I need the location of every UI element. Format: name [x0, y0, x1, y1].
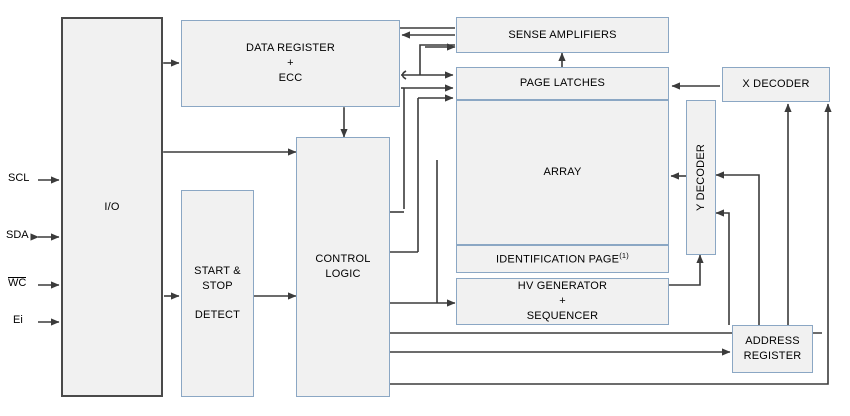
- wire-hv-generator-to-y-decoder: [668, 254, 704, 286]
- block-x-decoder-label: X DECODER: [742, 78, 810, 91]
- block-y-decoder[interactable]: Y DECODER: [686, 100, 716, 255]
- block-sense-amplifiers[interactable]: SENSE AMPLIFIERS: [456, 17, 669, 53]
- pin-label-wc-text: WC: [8, 277, 27, 289]
- wire-address-register-to-y-decoder-2: [715, 209, 730, 325]
- wire-dr-branch-up: [419, 44, 455, 75]
- block-data-register-label: DATA REGISTER + ECC: [246, 41, 335, 86]
- block-sense-amplifiers-label: SENSE AMPLIFIERS: [508, 28, 617, 41]
- hv-generator-line-1: HV GENERATOR: [517, 280, 608, 293]
- block-page-latches-label: PAGE LATCHES: [519, 77, 606, 90]
- address-register-line-1: ADDRESS: [745, 335, 800, 348]
- block-control-logic[interactable]: CONTROL LOGIC: [296, 137, 390, 397]
- block-io-label: I/O: [104, 200, 120, 213]
- data-register-line-2: +: [287, 57, 294, 70]
- pin-label-wc: WC: [8, 277, 27, 290]
- pin-label-ei: Ei: [13, 314, 23, 326]
- address-register-line-2: REGISTER: [743, 350, 802, 362]
- block-data-register[interactable]: DATA REGISTER + ECC: [181, 20, 400, 107]
- identification-page-text: IDENTIFICATION PAGE: [496, 253, 620, 266]
- block-start-stop-detect[interactable]: START & STOP DETECT: [181, 190, 254, 397]
- block-hv-generator[interactable]: HV GENERATOR + SEQUENCER: [456, 278, 669, 325]
- identification-page-note: (1): [619, 250, 629, 260]
- control-logic-line-1: CONTROL: [315, 253, 371, 266]
- block-y-decoder-label: Y DECODER: [694, 144, 707, 211]
- control-logic-line-2: LOGIC: [325, 268, 361, 280]
- block-array[interactable]: ARRAY: [456, 100, 669, 245]
- block-start-stop-detect-label: START & STOP DETECT: [182, 264, 253, 323]
- pin-label-scl: SCL: [8, 172, 30, 184]
- block-io[interactable]: I/O: [61, 17, 163, 397]
- block-address-register[interactable]: ADDRESS REGISTER: [732, 325, 813, 373]
- start-stop-line-1: START & STOP: [194, 264, 241, 292]
- wire-cl-frame-to-x-decoder: [390, 103, 832, 385]
- data-register-line-3: ECC: [278, 71, 303, 84]
- block-array-label: ARRAY: [543, 166, 582, 179]
- pin-label-sda: SDA: [6, 229, 29, 241]
- hv-generator-line-2: +: [559, 295, 566, 308]
- wire-address-register-to-y-decoder-1: [715, 171, 760, 325]
- wire-hop-jumper: [401, 70, 407, 80]
- block-x-decoder[interactable]: X DECODER: [722, 67, 830, 102]
- data-register-line-1: DATA REGISTER: [246, 42, 335, 55]
- start-stop-line-2: DETECT: [194, 309, 241, 322]
- block-hv-generator-label: HV GENERATOR + SEQUENCER: [518, 279, 607, 324]
- block-control-logic-label: CONTROL LOGIC: [315, 252, 370, 282]
- block-identification-page-label: IDENTIFICATION PAGE(1): [496, 251, 629, 268]
- block-address-register-label: ADDRESS REGISTER: [744, 334, 802, 364]
- block-identification-page[interactable]: IDENTIFICATION PAGE(1): [456, 245, 669, 273]
- hv-generator-line-3: SEQUENCER: [526, 309, 599, 322]
- block-page-latches[interactable]: PAGE LATCHES: [456, 67, 669, 100]
